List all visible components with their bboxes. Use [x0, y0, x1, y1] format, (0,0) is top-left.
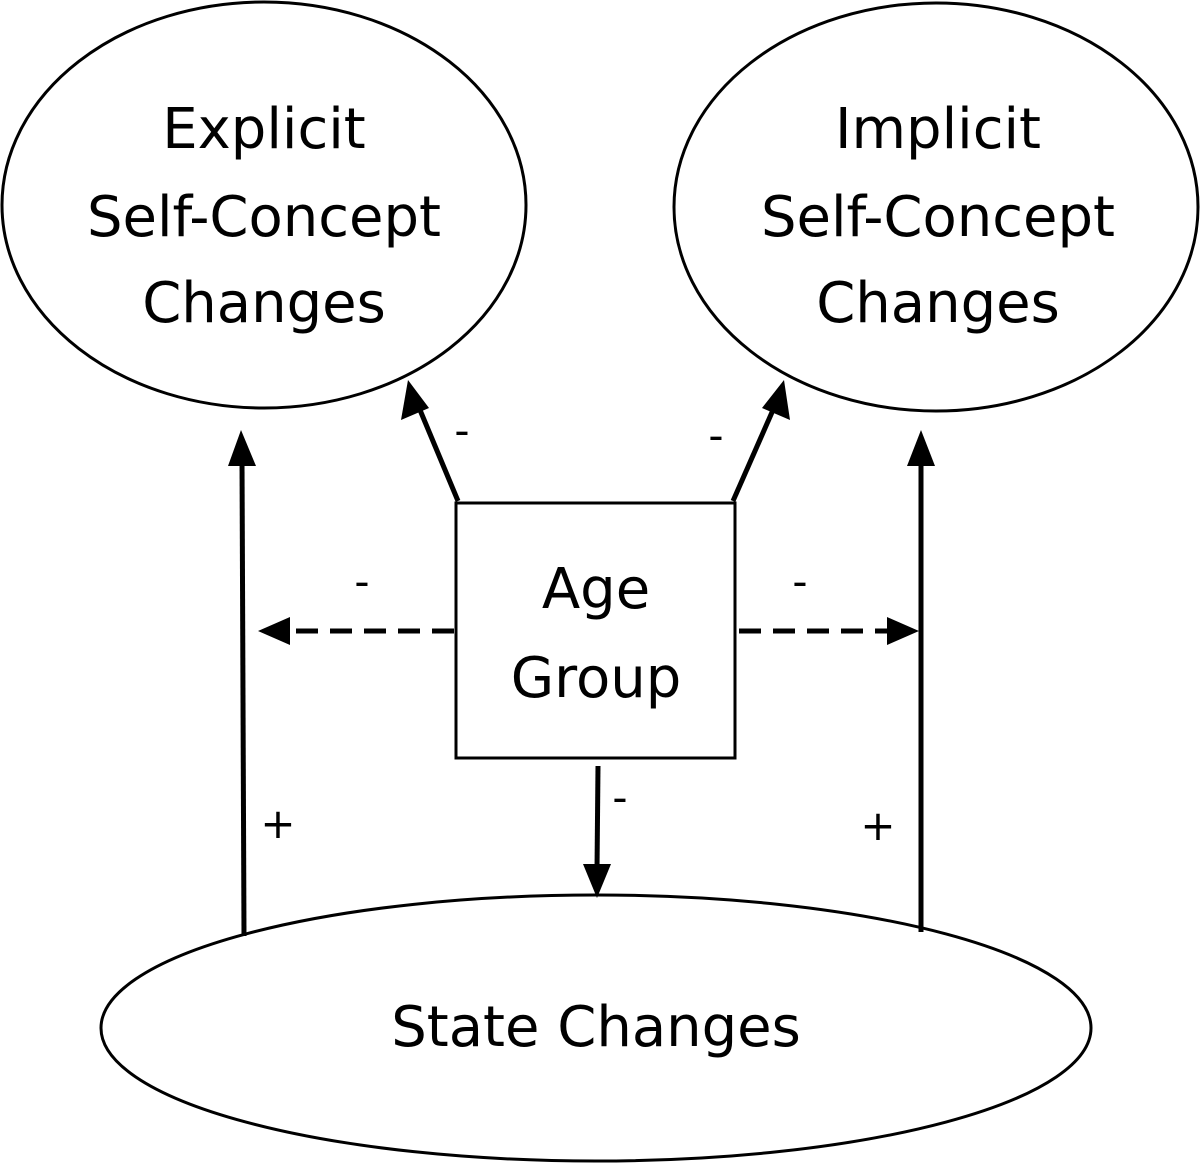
age-group-node: Age Group	[454, 501, 737, 760]
implicit-label-line-2: Self-Concept	[761, 185, 1115, 250]
explicit-label-line-1: Explicit	[162, 97, 366, 162]
edge-state-to-implicit-arrowhead	[907, 430, 935, 466]
edge-age-to-explicit-arrowhead	[401, 380, 429, 420]
edge-age-to-explicit-path-arrowhead	[258, 617, 290, 645]
edge-state-to-explicit-arrowhead	[228, 430, 256, 466]
edge-age-to-implicit-arrowhead	[762, 380, 790, 420]
edge-age-to-implicit-sign: -	[708, 411, 723, 460]
edge-age-to-explicit-path-dashed: -	[258, 557, 454, 645]
age-group-box	[454, 501, 737, 760]
implicit-self-concept-ellipse	[672, 1, 1200, 413]
edge-age-to-implicit-path-sign: -	[792, 557, 807, 606]
age-group-label-line-1: Age	[542, 557, 650, 622]
edge-age-to-state: -	[583, 765, 628, 898]
implicit-label-line-1: Implicit	[835, 97, 1041, 162]
edge-age-to-implicit-line	[730, 408, 776, 503]
state-changes-label: State Changes	[391, 995, 801, 1060]
explicit-label-line-2: Self-Concept	[87, 185, 441, 250]
implicit-self-concept-node: Implicit Self-Concept Changes	[672, 1, 1200, 413]
edge-age-to-state-arrowhead	[583, 864, 611, 898]
edge-age-to-explicit: -	[401, 380, 470, 502]
explicit-self-concept-node: Explicit Self-Concept Changes	[0, 0, 528, 410]
edge-state-to-explicit: +	[228, 430, 296, 937]
edge-age-to-explicit-line	[417, 409, 461, 502]
edge-state-to-implicit: +	[860, 430, 935, 932]
edge-state-to-explicit-line	[239, 459, 247, 937]
implicit-label-line-3: Changes	[816, 271, 1060, 336]
edge-age-to-state-sign: -	[612, 773, 627, 822]
state-changes-node: State Changes	[99, 893, 1093, 1163]
age-group-label-line-2: Group	[511, 646, 682, 711]
explicit-self-concept-ellipse	[0, 0, 528, 410]
edge-state-to-explicit-sign: +	[260, 799, 295, 848]
edge-age-to-implicit-path-dashed: -	[739, 557, 919, 645]
edge-age-to-explicit-sign: -	[454, 406, 469, 455]
explicit-label-line-3: Changes	[142, 271, 386, 336]
edge-state-to-implicit-sign: +	[860, 801, 895, 850]
edge-age-to-implicit-path-arrowhead	[887, 617, 919, 645]
edge-age-to-state-line	[594, 765, 601, 871]
edge-age-to-explicit-path-sign: -	[354, 557, 369, 606]
edge-age-to-implicit: -	[708, 380, 790, 503]
